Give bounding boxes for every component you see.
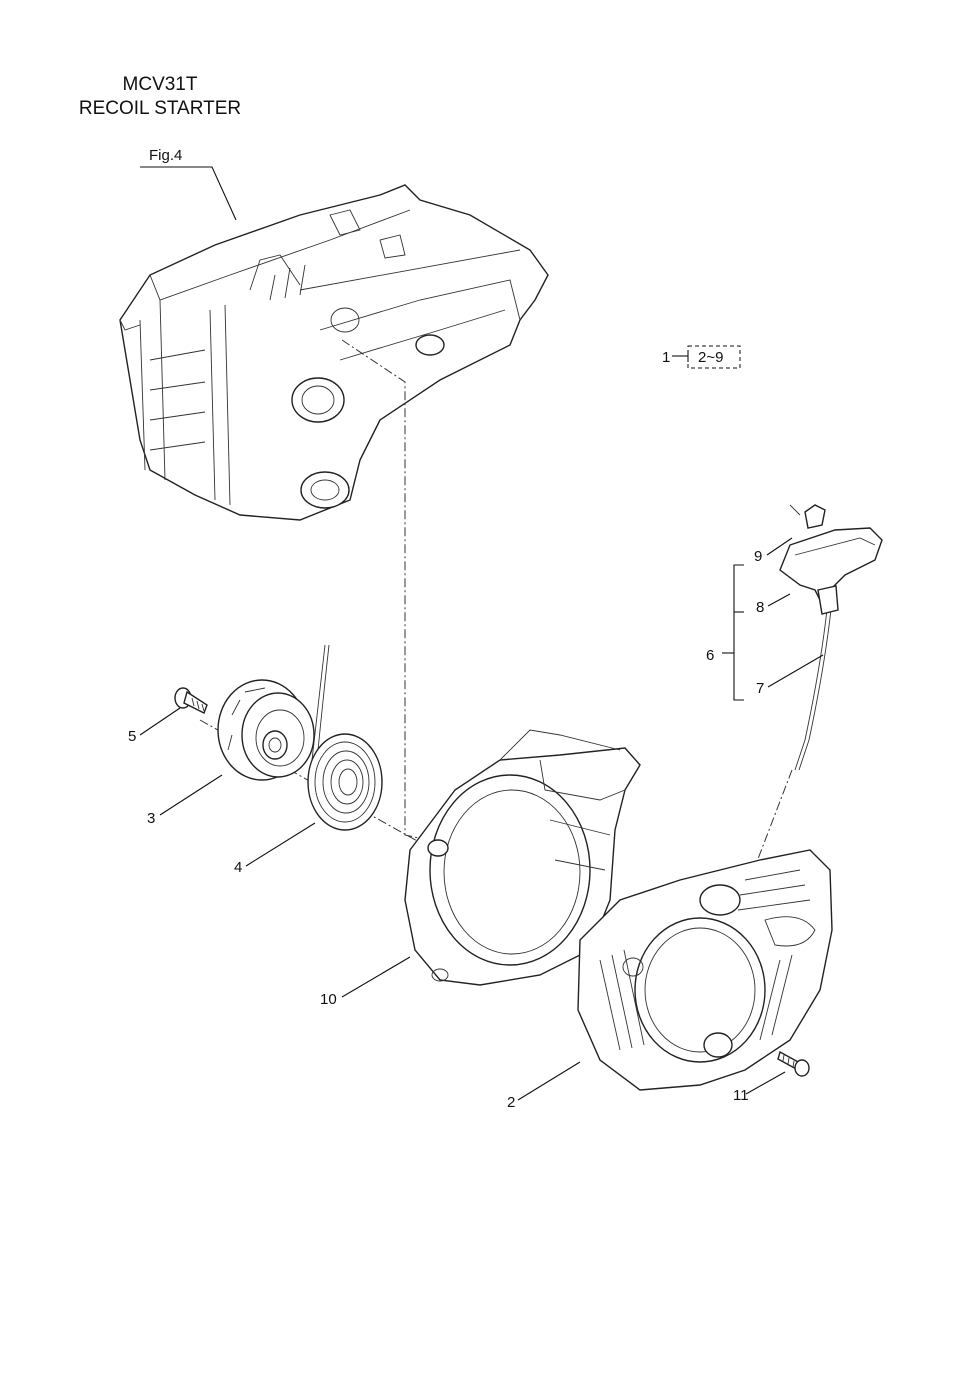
callout-11: 11 <box>733 1087 749 1104</box>
callout-6: 6 <box>706 647 714 664</box>
starter-cover-drawing <box>577 849 833 1091</box>
pulley-part-drawing <box>217 644 330 781</box>
callout-7: 7 <box>756 680 764 697</box>
callout-2: 2 <box>507 1094 515 1111</box>
callout-5: 5 <box>128 728 136 745</box>
bolt-part-drawing <box>174 687 208 714</box>
fig-reference-leader <box>140 166 237 221</box>
callout-10: 10 <box>320 991 337 1008</box>
callout-3: 3 <box>147 810 155 827</box>
callout-8: 8 <box>756 599 764 616</box>
screw-part-drawing <box>777 1050 810 1077</box>
engine-housing-drawing <box>119 184 549 521</box>
recoil-spring-drawing <box>307 733 383 831</box>
assembly-range-box <box>687 345 741 369</box>
assembly-range-label: 2~9 <box>698 349 723 366</box>
leader-lines <box>139 537 824 1101</box>
assembly-number-label: 1 <box>662 349 670 366</box>
assembly-centerline-housing <box>341 339 429 841</box>
starter-handle-drawing <box>779 504 883 771</box>
callout-4: 4 <box>234 859 242 876</box>
diagram-title-model: MCV31T <box>122 74 198 95</box>
starter-inner-cover-drawing <box>404 729 641 986</box>
callout-9: 9 <box>754 548 762 565</box>
fig-reference-label: Fig.4 <box>149 147 182 164</box>
callout-labels: 2 3 4 5 6 7 8 9 10 11 <box>128 548 764 1111</box>
diagram-title-section: RECOIL STARTER <box>78 98 242 119</box>
